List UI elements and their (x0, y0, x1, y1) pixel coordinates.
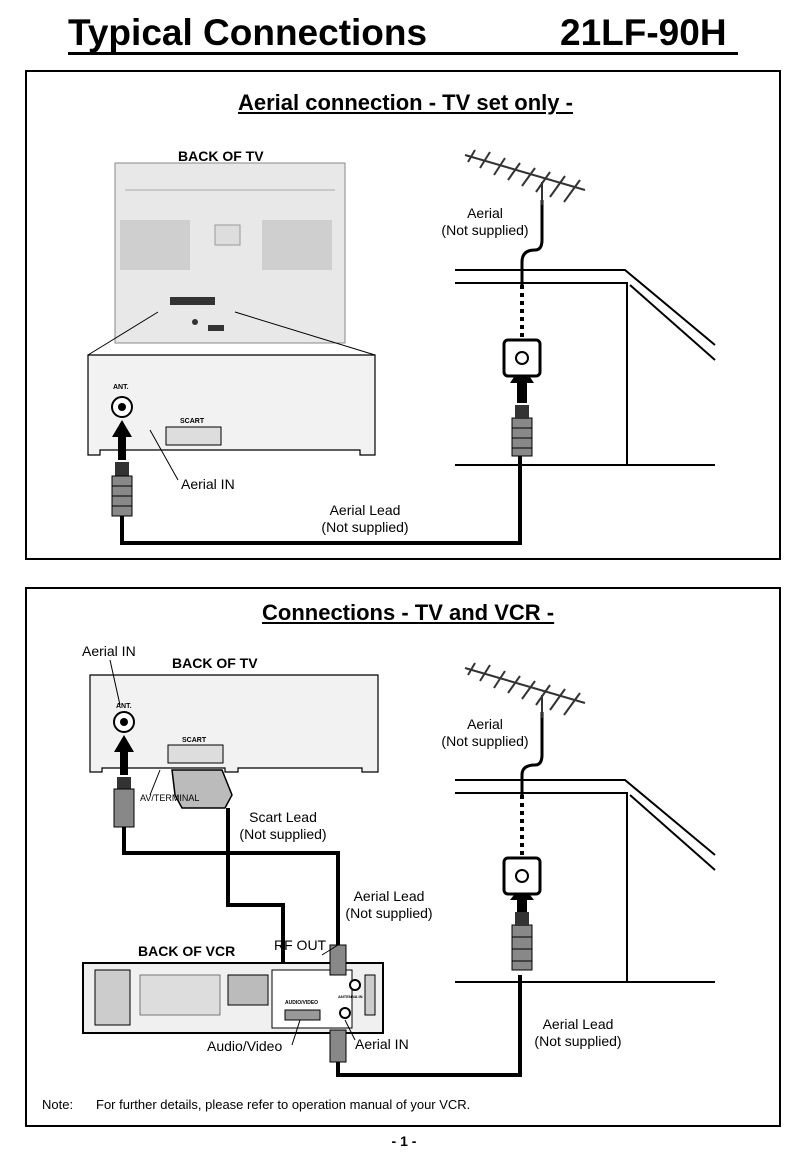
panel2-title: Connections - TV and VCR - (262, 600, 555, 625)
audio-video-label: Audio/Video (207, 1038, 283, 1054)
aerial-lead-label: Aerial Lead (Not supplied) (300, 502, 430, 536)
aerial-label: Aerial (Not supplied) (420, 205, 550, 239)
aerial-in-top-label: Aerial IN (82, 643, 136, 659)
page-title: Typical Connections (68, 12, 428, 53)
note-label: Note: (42, 1097, 74, 1112)
aerial-lead-mid-line1: Aerial Lead (353, 888, 425, 904)
page-number: - 1 - (391, 1133, 417, 1149)
aerial-label-line1: Aerial (467, 205, 503, 221)
ant-label-2: ANT. (116, 703, 132, 710)
scart-label-2: SCART (182, 737, 207, 744)
audio-video-small-label: AUDIO/VIDEO (285, 1000, 319, 1006)
aerial-label-2: Aerial (Not supplied) (420, 716, 550, 750)
av-terminal-label: AV/TERMINAL (140, 793, 200, 803)
back-of-tv-label-2: BACK OF TV (172, 655, 258, 671)
rf-out-label: RF OUT (274, 937, 327, 953)
aerial-lead-line2: (Not supplied) (321, 519, 409, 535)
aerial-lead-mid-label: Aerial Lead (Not supplied) (324, 888, 454, 922)
aerial-label-2-line2: (Not supplied) (441, 733, 529, 749)
aerial-lead-mid-line2: (Not supplied) (345, 905, 433, 921)
aerial-lead-right-line1: Aerial Lead (542, 1016, 614, 1032)
aerial-label-2-line1: Aerial (467, 716, 503, 732)
aerial-lead-right-line2: (Not supplied) (534, 1033, 622, 1049)
back-of-vcr-label: BACK OF VCR (138, 943, 236, 959)
scart-label: SCART (180, 418, 205, 425)
scart-lead-label: Scart Lead (Not supplied) (218, 809, 348, 843)
aerial-lead-right-label: Aerial Lead (Not supplied) (513, 1016, 643, 1050)
ant-label: ANT. (113, 384, 129, 391)
antenna-illustration-2 (464, 662, 586, 718)
antenna-small-label: ANTENNA IN (338, 994, 363, 999)
panel1-title: Aerial connection - TV set only - (238, 90, 573, 115)
back-of-tv-label: BACK OF TV (178, 148, 264, 164)
panel-tv-vcr-connection (25, 587, 781, 1127)
vcr-back-illustration (82, 962, 384, 1034)
scart-lead-line1: Scart Lead (249, 809, 317, 825)
tv-jack-panel-closeup (87, 354, 376, 456)
antenna-illustration-1 (464, 149, 586, 205)
model-number: 21LF-90H (560, 12, 727, 53)
aerial-in-label: Aerial IN (181, 476, 235, 492)
tv-jack-panel-vcr (89, 674, 379, 773)
title-underline (68, 52, 738, 55)
aerial-lead-line1: Aerial Lead (329, 502, 401, 518)
aerial-in-bottom-label: Aerial IN (355, 1036, 409, 1052)
aerial-plug-tv (111, 462, 133, 517)
note-text: For further details, please refer to ope… (96, 1097, 471, 1112)
aerial-plug-wall (511, 405, 533, 457)
footer-note: Note: For further details, please refer t… (42, 1097, 470, 1112)
aerial-label-line2: (Not supplied) (441, 222, 529, 238)
tv-back-illustration (114, 162, 346, 344)
scart-lead-line2: (Not supplied) (239, 826, 327, 842)
panel-aerial-connection (25, 70, 781, 560)
